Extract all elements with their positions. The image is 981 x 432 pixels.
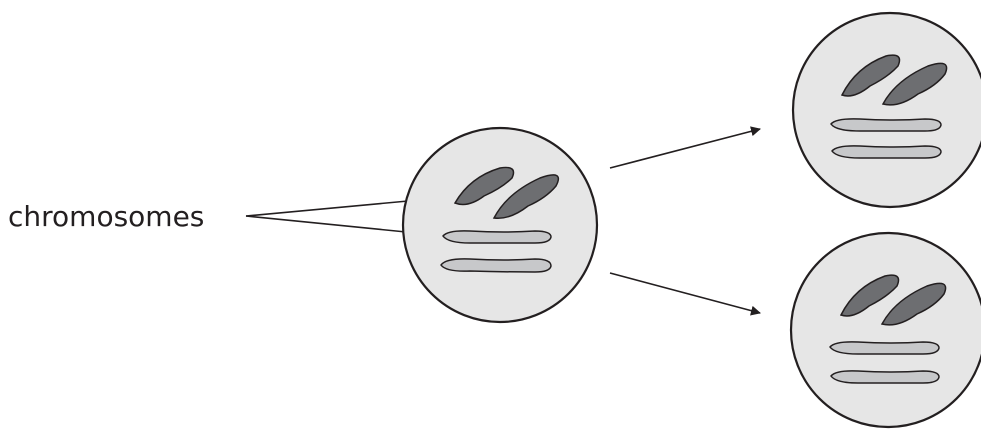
light-chromosome bbox=[443, 231, 551, 243]
light-chromosome bbox=[832, 146, 941, 158]
daughter-cell-top bbox=[793, 13, 981, 207]
chromosomes-label: chromosomes bbox=[8, 200, 204, 233]
light-chromosome bbox=[441, 259, 551, 272]
daughter-cell-bottom bbox=[791, 233, 981, 427]
parent-cell-membrane bbox=[403, 128, 597, 322]
arrow-to-bottom-cell bbox=[610, 273, 760, 313]
light-chromosome bbox=[830, 342, 939, 354]
light-chromosome bbox=[831, 371, 939, 383]
arrow-to-top-cell bbox=[610, 129, 760, 168]
light-chromosome bbox=[831, 119, 941, 131]
parent-cell bbox=[403, 128, 597, 322]
daughter-cell-bottom-membrane bbox=[791, 233, 981, 427]
daughter-cell-top-membrane bbox=[793, 13, 981, 207]
division-arrows bbox=[610, 129, 760, 313]
